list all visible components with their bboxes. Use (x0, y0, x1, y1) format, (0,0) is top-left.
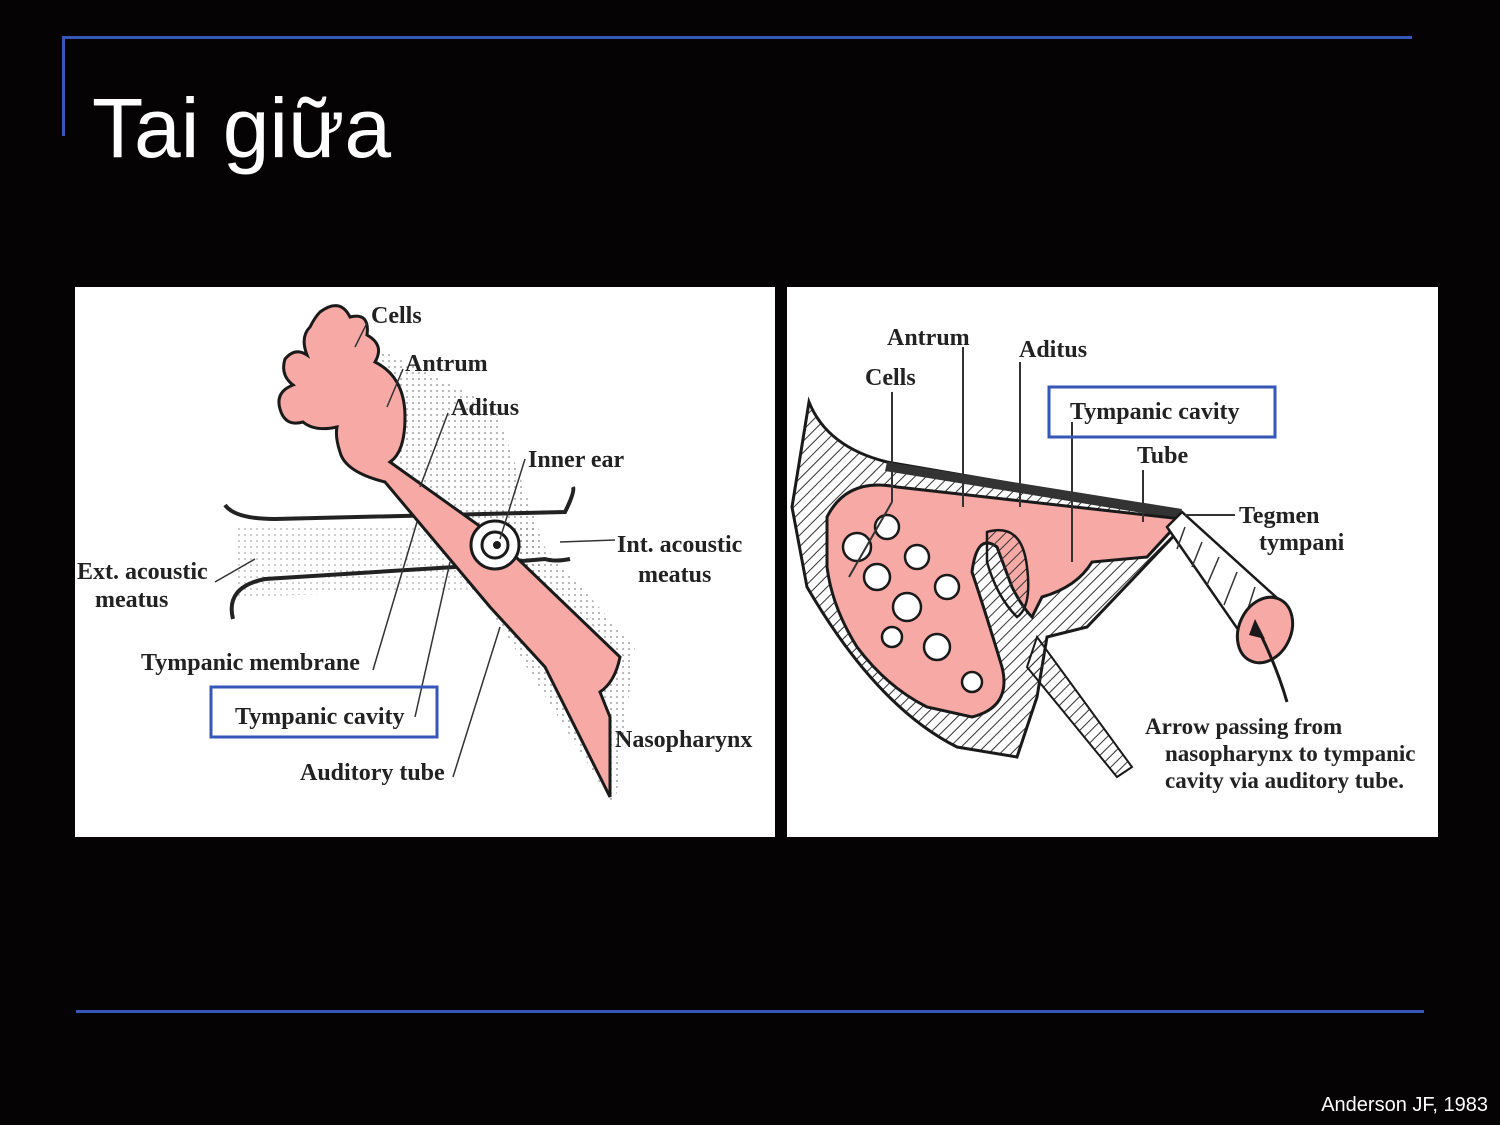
label-cells-right: Cells (865, 365, 916, 391)
label-tympanic-cavity: Tympanic cavity (235, 704, 405, 730)
highlight-box-tympanic-cavity-right (1047, 385, 1277, 439)
source-credit: Anderson JF, 1983 (1321, 1094, 1488, 1116)
label-ext-acoustic-2: meatus (95, 587, 168, 613)
tegmen-line (885, 462, 1182, 519)
label-arrow-3: cavity via auditory tube. (1165, 768, 1404, 793)
header-rule (62, 36, 1412, 39)
label-tegmen-2: tympani (1259, 530, 1345, 556)
styloid-process (1025, 634, 1134, 779)
canal-lower-wall (229, 556, 571, 620)
middle-ear-schematic-right: Antrum Aditus Cells Tympanic cavity Tube… (790, 325, 1415, 793)
middle-ear-passage (277, 304, 622, 798)
label-cells: Cells (371, 303, 422, 329)
label-tube-right: Tube (1137, 443, 1189, 469)
tube-opening (1235, 595, 1295, 665)
label-arrow-1: Arrow passing from (1145, 714, 1342, 739)
label-arrow-2: nasopharynx to tympanic (1165, 741, 1415, 766)
cochlea-center (493, 541, 501, 549)
header-side-rule (62, 36, 65, 136)
middle-ear-schematic-left: Cells Antrum Aditus Inner ear Int. acous… (77, 303, 752, 807)
arrow-head (1249, 619, 1265, 639)
label-nasopharynx: Nasopharynx (615, 727, 752, 753)
label-tympanic-membrane: Tympanic membrane (141, 650, 360, 676)
label-ext-acoustic-1: Ext. acoustic (77, 559, 208, 585)
slide-title: Tai giữa (92, 81, 392, 175)
label-int-acoustic-2: meatus (638, 562, 711, 588)
label-inner-ear: Inner ear (528, 447, 625, 473)
middle-ear-diagram-left: Cells Antrum Aditus Inner ear Int. acous… (75, 287, 775, 837)
cochlea-spiral (480, 530, 510, 560)
ossicle-region (985, 529, 1030, 619)
label-tegmen-1: Tegmen (1239, 503, 1319, 529)
highlight-box-tympanic-cavity (209, 685, 439, 739)
mastoid-cells (841, 513, 984, 694)
tympanic-cavity-shape (825, 483, 1186, 719)
label-antrum-right: Antrum (887, 325, 970, 351)
leader-lines-right (848, 347, 1235, 578)
middle-ear-diagram-right: Antrum Aditus Cells Tympanic cavity Tube… (787, 287, 1438, 837)
label-aditus: Aditus (451, 395, 519, 421)
label-tympanic-cavity-right: Tympanic cavity (1070, 399, 1240, 425)
label-antrum: Antrum (405, 351, 488, 377)
leader-lines (214, 322, 616, 778)
footer-rule (76, 1010, 1424, 1013)
label-auditory-tube: Auditory tube (300, 760, 445, 786)
label-aditus-right: Aditus (1019, 337, 1087, 363)
label-int-acoustic-1: Int. acoustic (617, 532, 743, 558)
